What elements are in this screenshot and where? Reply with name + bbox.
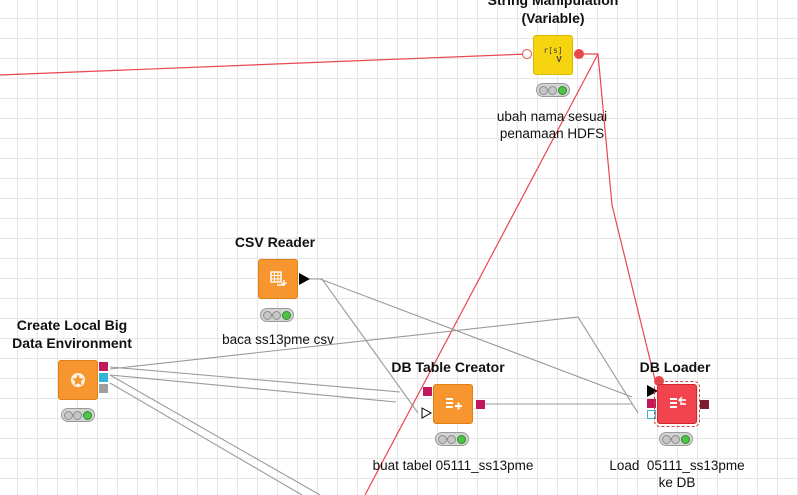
- db-session-inport[interactable]: [423, 387, 432, 396]
- node-title-line2: (Variable): [521, 10, 585, 26]
- env-to-creator-wire[interactable]: [109, 366, 401, 393]
- node-annotation[interactable]: Load 05111_ss13pme ke DB: [609, 457, 744, 491]
- data-inport-triangle[interactable]: [421, 407, 433, 419]
- flow-variable-wire-to-loader[interactable]: [580, 53, 656, 381]
- status-lamp-green-icon: [281, 310, 291, 320]
- annotation-line1: ubah nama sesuai: [496, 109, 608, 124]
- status-lamp-green-icon: [680, 434, 690, 444]
- node-status-traffic-light: [536, 83, 570, 97]
- hdfs-connection-inport[interactable]: [647, 410, 656, 419]
- flow-variable-outport[interactable]: [574, 49, 584, 59]
- big-data-environment-icon: [71, 373, 85, 387]
- status-lamp-red-icon: [662, 434, 672, 444]
- csv-to-creator-wire[interactable]: [310, 278, 419, 414]
- flow-variable-inport[interactable]: [654, 376, 664, 386]
- status-lamp-green-icon: [456, 434, 466, 444]
- node-icon-box[interactable]: [58, 360, 98, 400]
- node-title-line1: String Manipulation: [487, 0, 619, 8]
- node-status-traffic-light: [659, 432, 693, 446]
- csv-to-loader-wire[interactable]: [310, 278, 633, 398]
- node-status-traffic-light: [260, 308, 294, 322]
- string-manipulation-icon: r[s] V: [543, 46, 563, 64]
- env-hdfs-wire-2[interactable]: [109, 382, 303, 495]
- node-title-line2: Data Environment: [12, 335, 132, 351]
- data-inport-triangle[interactable]: [647, 385, 659, 397]
- env-to-creator-wire-2[interactable]: [109, 374, 397, 403]
- node-title: CSV Reader: [234, 234, 316, 250]
- env-to-loader-wire[interactable]: [109, 316, 639, 414]
- status-lamp-red-icon: [64, 410, 74, 420]
- hdfs-connection-outport[interactable]: [99, 373, 108, 382]
- annotation-line1: Load 05111_ss13pme: [609, 458, 745, 473]
- status-lamp-yellow-icon: [671, 434, 681, 444]
- node-title: DB Table Creator: [391, 359, 505, 375]
- csv-reader-icon: [270, 271, 287, 286]
- status-lamp-yellow-icon: [548, 85, 558, 95]
- flow-variable-wire-in[interactable]: [0, 53, 528, 76]
- status-lamp-green-icon: [82, 410, 92, 420]
- db-table-creator-icon: [446, 398, 462, 410]
- node-icon-box[interactable]: r[s] V: [533, 35, 573, 75]
- annotation-line2: ke DB: [658, 475, 696, 490]
- node-title-line1: Create Local Big: [16, 317, 128, 333]
- node-status-traffic-light: [61, 408, 95, 422]
- status-lamp-yellow-icon: [447, 434, 457, 444]
- flow-variable-inport[interactable]: [522, 49, 532, 59]
- data-outport-triangle[interactable]: [299, 273, 311, 285]
- db-session-outport[interactable]: [700, 400, 709, 409]
- status-lamp-green-icon: [557, 85, 567, 95]
- node-icon-box[interactable]: [654, 381, 700, 427]
- status-lamp-yellow-icon: [73, 410, 83, 420]
- status-lamp-red-icon: [263, 310, 273, 320]
- node-status-traffic-light: [435, 432, 469, 446]
- db-session-inport[interactable]: [647, 399, 656, 408]
- status-lamp-yellow-icon: [272, 310, 282, 320]
- node-title: Create Local Big Data Environment: [12, 316, 132, 352]
- node-icon-box[interactable]: [433, 384, 473, 424]
- status-lamp-red-icon: [438, 434, 448, 444]
- db-data-outport[interactable]: [476, 400, 485, 409]
- annotation-line2: penamaan HDFS: [499, 126, 605, 141]
- node-annotation[interactable]: ubah nama sesuai penamaan HDFS: [497, 108, 607, 142]
- node-title: DB Loader: [639, 359, 711, 375]
- env-hdfs-wire[interactable]: [109, 374, 321, 495]
- status-lamp-red-icon: [539, 85, 549, 95]
- db-loader-icon: [670, 396, 686, 408]
- flow-variable-wire-down[interactable]: [364, 53, 599, 495]
- node-annotation[interactable]: baca ss13pme csv: [222, 332, 334, 347]
- node-icon-box[interactable]: [258, 259, 298, 299]
- node-annotation[interactable]: buat tabel 05111_ss13pme: [372, 458, 534, 473]
- spark-context-outport[interactable]: [99, 384, 108, 393]
- node-title: String Manipulation (Variable): [488, 0, 619, 27]
- db-session-outport[interactable]: [99, 362, 108, 371]
